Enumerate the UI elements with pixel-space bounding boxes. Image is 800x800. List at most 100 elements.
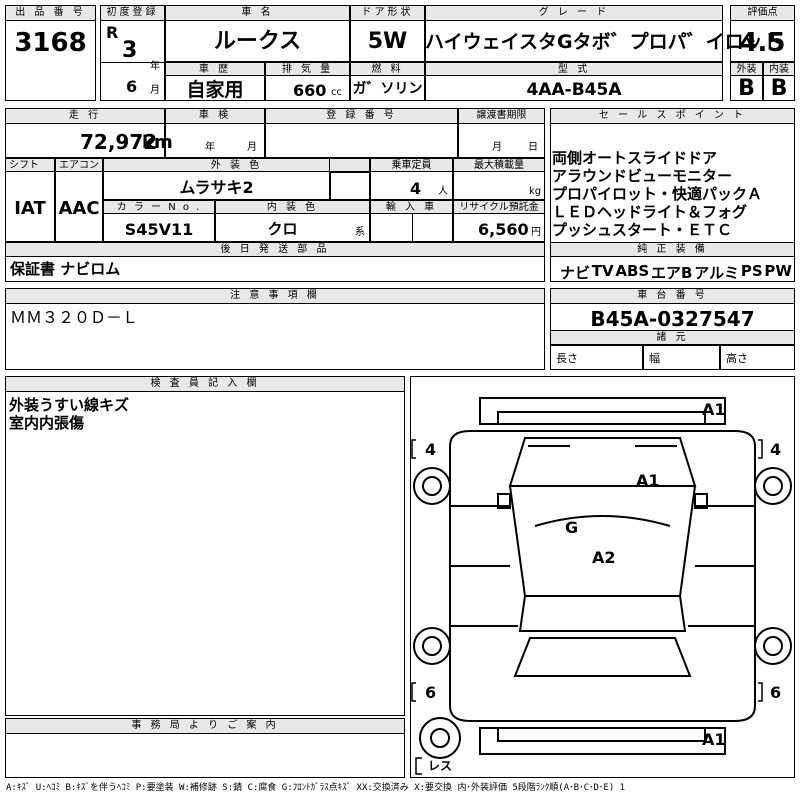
equip-item: ABS — [615, 262, 650, 280]
first-reg-divider — [100, 62, 165, 63]
legend-text: A:ｷｽﾞ U:ﾍｺﾐ B:ｷｽﾞを伴うﾍｺﾐ P:要塗装 W:補修跡 S:錆 … — [6, 783, 626, 793]
ext-color-sub-box — [330, 172, 370, 200]
kg-unit: kg — [529, 186, 542, 197]
sales-point: 両側オートスライドドア — [552, 149, 718, 167]
capacity-box — [370, 158, 453, 200]
width-cell — [643, 345, 720, 370]
dimensions-header: 諸 元 — [550, 330, 795, 345]
score-value: 4.5 — [739, 28, 786, 58]
sales-point: プッシュスタート・ＥＴＣ — [552, 221, 733, 239]
tire-fl — [413, 467, 451, 505]
car-name-header: 車 名 — [165, 5, 350, 21]
tire-rl — [413, 627, 451, 665]
lot-number: 3168 — [14, 28, 87, 58]
ownership-header: 車 歴 — [165, 62, 265, 76]
equip-item: ナビ — [560, 264, 591, 282]
recycle-value: 6,560 — [478, 220, 529, 239]
transfer-day-unit: 日 — [528, 142, 538, 153]
chassis-header: 車 台 番 号 — [550, 288, 795, 304]
model-header: 型 式 — [425, 62, 723, 76]
rear-bumper — [479, 727, 726, 755]
tire-fr — [754, 467, 792, 505]
lot-header: 出 品 番 号 — [5, 5, 96, 21]
ext-color-box — [103, 158, 330, 200]
aircon-box — [55, 158, 103, 242]
inspector-note: 室内内張傷 — [9, 414, 85, 432]
grade-header: グ レ ー ド — [425, 5, 723, 21]
notes-value: ＭＭ３２０Ｄ－Ｌ — [10, 308, 139, 327]
office-header: 事 務 局 よ り ご 案 内 — [5, 718, 405, 734]
later-parts-header: 後 日 発 送 部 品 — [5, 242, 545, 257]
month-unit: 月 — [150, 85, 160, 96]
equip-item: PW — [764, 262, 792, 280]
recycle-box — [453, 200, 545, 242]
equip-item: PS — [740, 262, 763, 280]
damage-mark-front-bumper: A1 — [702, 400, 726, 419]
year-unit: 年 — [150, 61, 160, 72]
inspection-month-unit: 月 — [247, 142, 257, 153]
sales-points-header: セ ー ル ス ポ イ ン ト — [550, 108, 795, 124]
front-bumper — [479, 397, 726, 425]
tire-label-fr: 4 — [770, 440, 782, 459]
shift-value: IAT — [14, 198, 46, 219]
width-label: 幅 — [649, 352, 660, 365]
import-divider — [412, 214, 453, 242]
car-diagram — [411, 397, 792, 775]
length-label: 長さ — [556, 352, 578, 365]
damage-mark-glass: G — [565, 518, 579, 537]
damage-mark-roof: A1 — [636, 471, 660, 490]
fuel-value: ガ゛ソリン — [352, 81, 423, 97]
height-label: 高さ — [726, 352, 748, 365]
score-header: 評価点 — [730, 5, 795, 21]
era-letter: R — [106, 23, 119, 42]
yen-unit: 円 — [531, 227, 541, 238]
kei-unit: 系 — [355, 227, 365, 238]
color-no-box — [103, 200, 215, 242]
equip-item: TV — [591, 262, 614, 280]
equipment-list: ナビ TV ABS エアB アルミ PS PW — [560, 262, 792, 283]
transfer-box — [458, 108, 545, 158]
displacement-value: 660 — [293, 81, 327, 100]
reg-month: 6 — [126, 77, 138, 96]
capacity-value: 4 — [410, 179, 422, 198]
equipment-header: 純 正 装 備 — [550, 242, 795, 257]
sales-point: プロパイロット・快適パックＡ — [552, 185, 763, 203]
ext-color-value: ムラサキ2 — [179, 178, 254, 197]
notes-header: 注 意 事 項 欄 — [5, 288, 545, 304]
rear-glass — [513, 637, 692, 677]
length-cell — [550, 345, 643, 370]
model-code: 4AA-B45A — [526, 80, 622, 100]
spare-label: レス — [428, 759, 453, 773]
door-header: ドア形状 — [350, 5, 425, 21]
shift-box — [5, 158, 55, 242]
body-outline — [449, 430, 756, 722]
mileage-value: 72,972 — [80, 130, 158, 154]
first-reg-header: 初度登録 — [100, 5, 165, 21]
max-load-box — [453, 158, 545, 200]
tire-label-rl: 6 — [425, 683, 437, 702]
people-unit: 人 — [438, 186, 448, 197]
tire-label-fl: 4 — [425, 440, 437, 459]
inspector-header: 検 査 員 記 入 欄 — [5, 376, 405, 392]
inspector-note: 外装うすい線キズ — [9, 396, 130, 414]
interior-grade: B — [770, 76, 788, 101]
import-box — [370, 200, 453, 242]
inspection-box — [165, 108, 265, 158]
displacement-header: 排 気 量 — [265, 62, 350, 76]
door-type: 5W — [367, 29, 408, 54]
exterior-grade: B — [738, 76, 755, 101]
later-parts-value: 保証書 ナビロム — [10, 260, 121, 278]
equip-item: アルミ — [694, 264, 740, 282]
cc-unit: cc — [331, 87, 342, 98]
chassis-number: B45A-0327547 — [590, 307, 755, 331]
fuel-header: 燃 料 — [350, 62, 425, 76]
exterior-header: 外装 — [730, 62, 763, 76]
ownership-value: 自家用 — [186, 79, 244, 101]
grade-name: ハイウェイスタGタボ゛プロパ゛イロット — [425, 31, 782, 53]
height-cell — [720, 345, 795, 370]
damage-mark-rear-bumper: A1 — [702, 730, 726, 749]
registration-box — [265, 108, 458, 158]
interior-header: 内装 — [763, 62, 795, 76]
spare-tire — [419, 717, 461, 759]
aircon-value: AAC — [58, 198, 100, 219]
